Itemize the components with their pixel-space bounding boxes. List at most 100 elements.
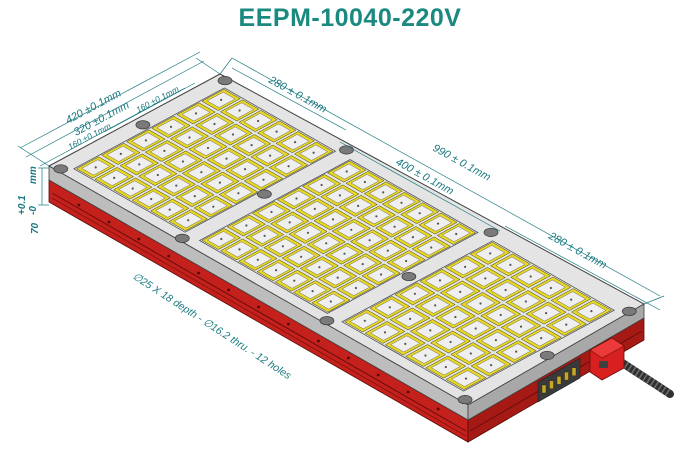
pole-center-dot — [499, 313, 502, 317]
pole-module-1 — [73, 87, 337, 233]
pole-center-dot — [444, 365, 447, 369]
pole-center-dot — [163, 149, 166, 152]
pole-center-dot — [411, 236, 414, 239]
pole-center-dot — [484, 277, 487, 280]
pole-center-dot — [200, 171, 203, 174]
pole-center-dot — [312, 151, 315, 154]
pole-center-dot — [220, 237, 223, 241]
bolt-head-icon — [339, 145, 354, 155]
pole-center-dot — [256, 258, 259, 261]
pole-center-dot — [449, 340, 452, 344]
drawing-title: EEPM-10040-220V — [238, 4, 462, 32]
pole-center-dot — [181, 160, 184, 163]
pole-center-dot — [262, 178, 265, 181]
pole-center-dot — [113, 176, 116, 179]
pole-center-dot — [295, 197, 298, 200]
pole-center-dot — [237, 192, 240, 195]
body-holes — [77, 203, 440, 411]
pole-center-dot — [313, 207, 316, 210]
pole-center-dot — [306, 231, 310, 234]
pole-center-dot — [504, 288, 507, 292]
pole-center-dot — [293, 279, 296, 282]
pole-center-dot — [455, 232, 458, 236]
pole-center-dot — [287, 165, 290, 168]
pole-center-dot — [329, 300, 332, 303]
pole-center-dot — [138, 163, 141, 166]
body-hole — [167, 254, 171, 258]
pole-center-dot — [94, 166, 97, 169]
pole-center-dot — [213, 122, 216, 126]
pole-center-dot — [565, 323, 568, 326]
ext-line-top-1 — [219, 57, 233, 75]
height-unit: mm — [28, 166, 39, 184]
pole-center-dot — [275, 269, 278, 272]
pole-center-dot — [464, 377, 468, 380]
pole-center-dot — [187, 219, 190, 222]
dim-320-line — [25, 60, 205, 158]
pole-center-dot — [436, 222, 440, 225]
pole-center-dot — [288, 221, 291, 224]
pole-center-dot — [438, 279, 442, 282]
pole-center-dot — [590, 310, 593, 313]
pole-center-dot — [119, 152, 122, 155]
pole-center-dot — [474, 327, 477, 330]
pole-center-dot — [382, 191, 385, 194]
pole-center-dot — [464, 265, 467, 268]
body-hole — [107, 220, 111, 224]
pole-center-dot — [540, 337, 543, 340]
body-hole — [77, 203, 81, 207]
body-hole — [197, 271, 201, 275]
dim-160b-line — [103, 82, 196, 133]
bolt-head-icon — [217, 76, 233, 86]
terminal-pin — [564, 371, 569, 381]
pole-center-dot — [188, 136, 191, 139]
mounting-bolts — [53, 76, 637, 405]
pole-center-dot — [375, 215, 378, 218]
pole-center-dot — [454, 315, 457, 319]
pole-center-dot — [409, 317, 412, 320]
pole-center-dot — [368, 239, 371, 242]
pole-center-dot — [361, 263, 364, 266]
pole-center-dot — [357, 204, 360, 207]
pole-center-dot — [156, 173, 159, 177]
pole-center-dot — [545, 312, 548, 315]
pole-center-dot — [331, 218, 335, 221]
pole-center-dot — [343, 252, 346, 255]
height-value: 70 — [30, 222, 41, 234]
module-outline — [198, 159, 479, 314]
chuck-top-plate-edge-right — [467, 303, 645, 421]
body-hole — [376, 373, 380, 377]
pole-center-dot — [459, 290, 462, 293]
body-groove-front — [51, 192, 467, 432]
terminal-pins — [541, 367, 577, 394]
pole-center-dot — [379, 273, 383, 276]
module-outline — [73, 87, 337, 233]
pole-center-dot — [350, 228, 353, 231]
dimension-lines — [17, 51, 665, 311]
dim-280b-line — [504, 225, 661, 311]
pole-center-dot — [194, 112, 198, 115]
ext-line-right-1 — [643, 295, 665, 305]
pole-center-dot — [318, 266, 321, 269]
pole-center-dot — [418, 212, 421, 215]
pole-module-2 — [198, 159, 479, 314]
pole-center-dot — [388, 306, 391, 309]
pole-center-dot — [311, 290, 314, 293]
pole-center-dot — [269, 154, 272, 157]
pole-module-3 — [341, 240, 615, 392]
pole-center-dot — [243, 168, 247, 171]
pole-center-dot — [336, 276, 339, 279]
pole-center-dot — [363, 180, 366, 184]
pole-center-dot — [519, 325, 523, 328]
pole-center-dot — [429, 329, 432, 332]
pole-center-dot — [469, 352, 472, 355]
pole-center-dot — [218, 181, 221, 184]
pole-center-dot — [281, 245, 284, 248]
terminal-pin — [549, 380, 554, 389]
pole-center-dot — [383, 331, 387, 334]
bolt-head-icon — [257, 189, 272, 199]
height-tolerance-plus: +0.1 — [17, 195, 28, 215]
bolt-head-icon — [174, 233, 190, 243]
pole-center-dot — [400, 201, 403, 204]
